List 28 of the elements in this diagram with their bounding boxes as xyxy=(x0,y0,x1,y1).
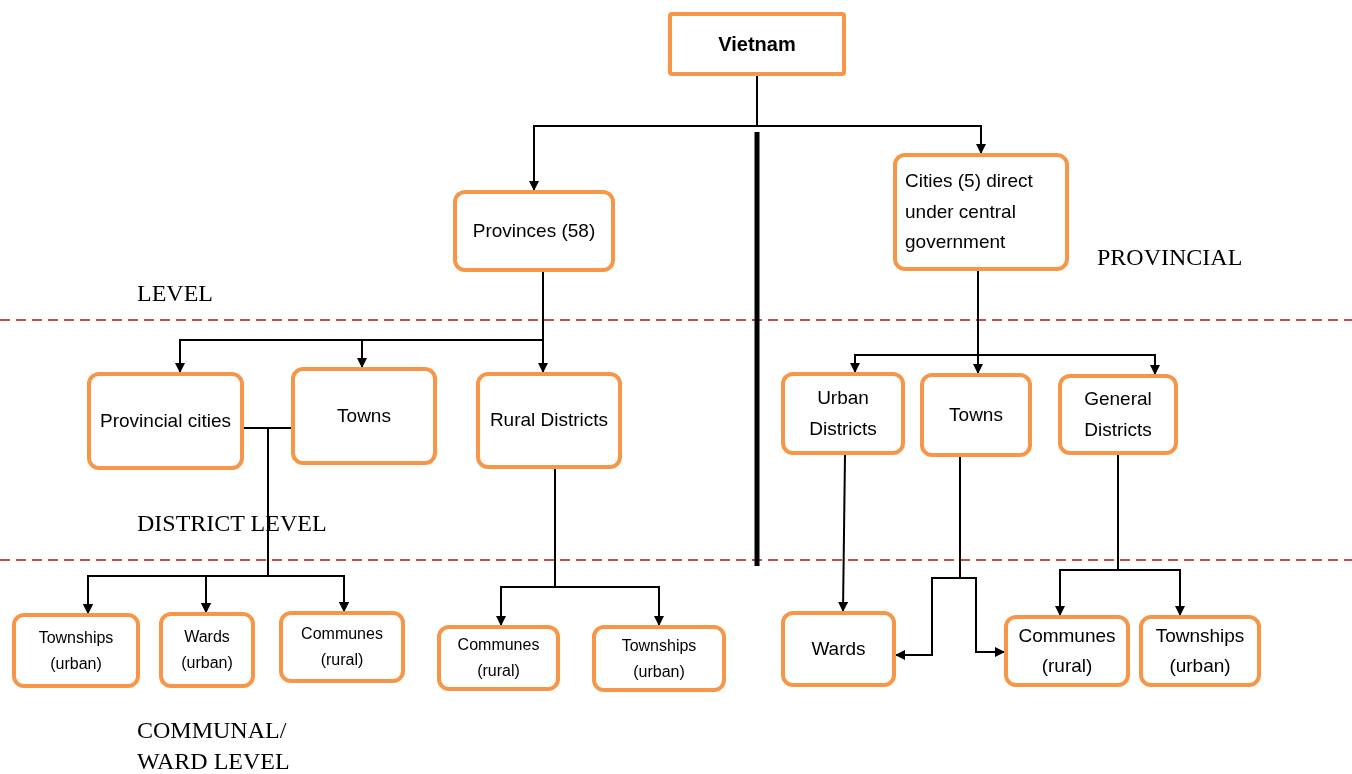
level-label: COMMUNAL/ WARD LEVEL xyxy=(137,716,291,774)
arrow xyxy=(538,271,548,373)
level-box: Cities (5) direct under central government xyxy=(893,153,1069,271)
arrow xyxy=(838,454,849,612)
level-box: Towns xyxy=(920,373,1032,457)
level-box: Provincial cities xyxy=(87,372,244,470)
level-box: Towns xyxy=(291,367,437,465)
level-box: Wards xyxy=(781,611,896,687)
level-box: Townships (urban) xyxy=(12,613,140,688)
arrow xyxy=(554,468,664,626)
level-box: Vietnam xyxy=(668,12,846,76)
arrow xyxy=(959,456,1005,657)
level-box: Wards (urban) xyxy=(159,612,255,688)
level-label: LEVEL xyxy=(137,279,214,308)
level-box: Townships (urban) xyxy=(592,625,726,692)
level-box: General Districts xyxy=(1058,374,1178,455)
level-box: Urban Districts xyxy=(781,372,905,455)
arrow xyxy=(977,270,1160,375)
level-box: Townships (urban) xyxy=(1139,615,1261,687)
level-label: PROVINCIAL xyxy=(1097,243,1244,272)
level-box: Communes (rural) xyxy=(437,625,560,691)
arrow xyxy=(1117,454,1185,616)
level-box: Provinces (58) xyxy=(453,190,615,272)
level-box: Rural Districts xyxy=(476,372,622,469)
level-box: Communes (rural) xyxy=(1004,615,1130,687)
arrow xyxy=(267,427,349,612)
level-box: Communes (rural) xyxy=(279,611,405,683)
arrow xyxy=(756,75,986,154)
